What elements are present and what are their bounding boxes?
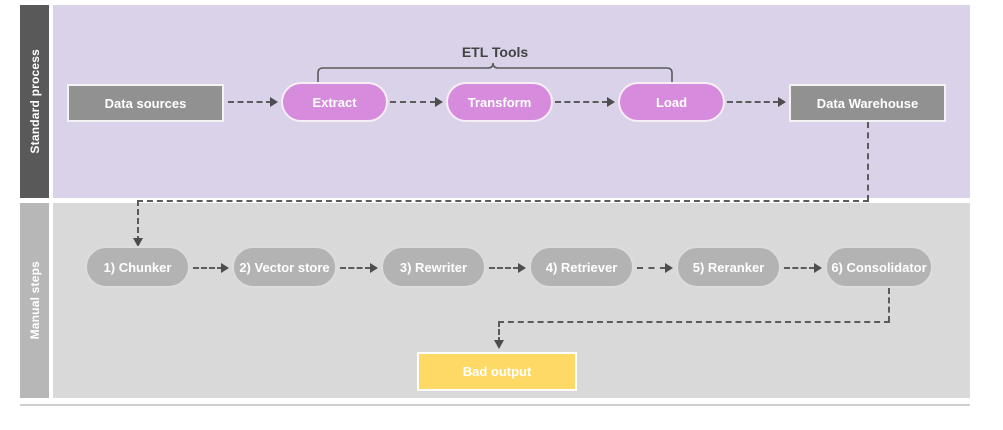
node-transform[interactable]: Transform <box>446 82 553 122</box>
arrowhead-extract-to-transform <box>435 97 443 107</box>
arrowhead-rewriter-to-retriever <box>518 263 526 273</box>
arrowhead-to-bad-output <box>494 340 504 349</box>
node-data-warehouse[interactable]: Data Warehouse <box>789 84 946 122</box>
node-vector-store-label: 2) Vector store <box>239 259 330 275</box>
arrowhead-reranker-to-consolidator <box>814 263 822 273</box>
arrowhead-data-sources-to-extract <box>270 97 278 107</box>
arrowhead-transform-to-load <box>607 97 615 107</box>
arrowhead-chunker-to-vector-store <box>221 263 229 273</box>
swimlane-label-manual-steps: Manual steps <box>27 261 42 340</box>
etl-tools-bracket-icon <box>317 62 673 84</box>
node-reranker[interactable]: 5) Reranker <box>676 246 781 288</box>
node-bad-output-label: Bad output <box>462 364 532 379</box>
node-load-label: Load <box>655 94 688 110</box>
node-reranker-label: 5) Reranker <box>692 259 765 275</box>
node-data-sources[interactable]: Data sources <box>67 84 224 122</box>
node-data-sources-label: Data sources <box>104 95 187 111</box>
node-retriever-label: 4) Retriever <box>545 259 618 275</box>
edge-warehouse-to-chunker-horizontal <box>137 200 869 202</box>
node-vector-store[interactable]: 2) Vector store <box>232 246 337 288</box>
node-transform-label: Transform <box>467 94 532 110</box>
node-retriever[interactable]: 4) Retriever <box>529 246 634 288</box>
node-extract-label: Extract <box>312 94 357 110</box>
swimlane-header-manual-steps: Manual steps <box>20 203 49 398</box>
node-rewriter-label: 3) Rewriter <box>399 259 468 275</box>
arrowhead-warehouse-to-chunker <box>133 238 143 247</box>
node-chunker-label: 1) Chunker <box>103 259 172 275</box>
node-load[interactable]: Load <box>618 82 725 122</box>
arrowhead-retriever-to-reranker <box>665 263 673 273</box>
bottom-divider <box>20 404 970 406</box>
arrowhead-load-to-data-warehouse <box>778 97 786 107</box>
arrowhead-vector-store-to-rewriter <box>370 263 378 273</box>
swimlane-header-standard-process: Standard process <box>20 5 49 198</box>
etl-tools-label: ETL Tools <box>461 44 529 60</box>
node-extract[interactable]: Extract <box>281 82 388 122</box>
node-chunker[interactable]: 1) Chunker <box>85 246 190 288</box>
swimlane-label-standard-process: Standard process <box>27 49 42 154</box>
node-rewriter[interactable]: 3) Rewriter <box>381 246 486 288</box>
node-consolidator-label: 6) Consolidator <box>831 259 927 275</box>
node-consolidator[interactable]: 6) Consolidator <box>825 246 933 288</box>
node-data-warehouse-label: Data Warehouse <box>816 95 919 111</box>
node-bad-output[interactable]: Bad output <box>417 352 577 391</box>
